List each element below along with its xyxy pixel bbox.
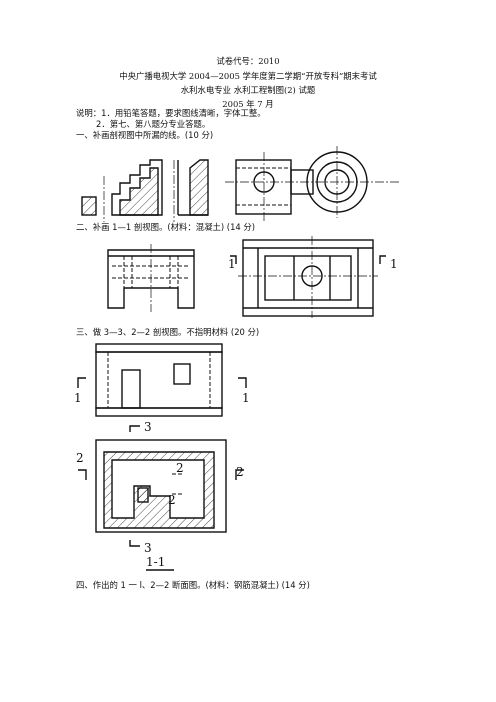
q3-label-2-inner-a: 2 xyxy=(176,461,184,475)
question-4-text: 四、作出的 1 一 l、2—2 断面图。(材料：钢筋混凝土) (14 分) xyxy=(76,580,310,590)
q3-label-2-left: 2 xyxy=(76,451,84,465)
q2-front-drawing xyxy=(107,244,195,312)
q3-elevation-drawing: 1 1 xyxy=(74,343,250,417)
q2-section-label-right: 1 xyxy=(390,257,398,271)
exam-code: 试卷代号：2010 xyxy=(216,56,280,66)
course-line: 水利水电专业 水利工程制图(2) 试题 xyxy=(180,85,316,95)
q3-section-label-right: 1 xyxy=(242,391,250,405)
q2-plan-drawing: 1 1 xyxy=(228,236,398,318)
instruction-line-1: 说明：1．用铅笔答题，要求图线清晰，字体工整。 xyxy=(76,108,266,118)
q3-section-label-left: 1 xyxy=(74,391,82,405)
q3-section-title: 1-1 xyxy=(146,555,165,569)
q3-section-label-top: 3 xyxy=(144,420,152,434)
instruction-line-2: 2．第七、第八题分专业答题。 xyxy=(96,119,211,129)
q2-section-label-left: 1 xyxy=(228,257,236,271)
q1-plan-drawing xyxy=(225,146,400,222)
q3-section-label-bottom: 3 xyxy=(144,541,152,555)
q3-label-2-right: 2 xyxy=(236,465,244,479)
q3-label-2-inner-b: 2 xyxy=(168,493,176,507)
question-2-text: 二、补画 1—1 剖视图。(材料：混凝土) (14 分) xyxy=(76,222,256,232)
exam-date: 2005 年 7 月 xyxy=(222,99,274,109)
question-1-text: 一、补画剖视图中所漏的线。(10 分) xyxy=(76,130,214,140)
q3-section-plan-drawing: 3 3 2 2 2 2 1-1 xyxy=(76,420,244,571)
q1-section-drawing xyxy=(81,159,209,222)
question-3-text: 三、做 3—3、2—2 剖视图。不指明材料 (20 分) xyxy=(76,327,260,337)
university-line: 中央广播电视大学 2004—2005 学年度第二学期“开放专科”期末考试 xyxy=(119,71,377,81)
